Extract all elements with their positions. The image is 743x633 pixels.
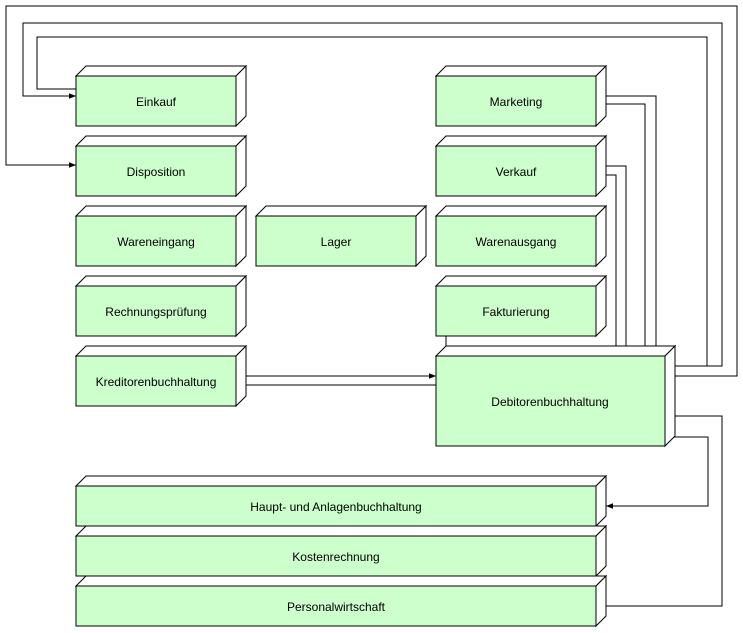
box-label-personalwirtschaft: Personalwirtschaft (287, 600, 386, 614)
box-label-marketing: Marketing (490, 95, 543, 109)
box-label-haupt-und-anlagenbuchhaltung: Haupt- und Anlagenbuchhaltung (250, 500, 421, 514)
box-label-disposition: Disposition (127, 165, 186, 179)
box-personalwirtschaft: Personalwirtschaft (74, 574, 608, 628)
box-label-debitorenbuchhaltung: Debitorenbuchhaltung (491, 395, 608, 409)
box-verkauf: Verkauf (434, 134, 608, 198)
connector-marketing-debitoren-1 (596, 93, 659, 355)
box-label-warenausgang: Warenausgang (476, 235, 557, 249)
connector-debitoren-einkauf (22, 22, 723, 367)
box-rechnungspruefung: Rechnungsprüfung (74, 274, 248, 338)
box-label-wareneingang: Wareneingang (117, 235, 195, 249)
box-marketing: Marketing (434, 64, 608, 128)
box-label-lager: Lager (321, 235, 352, 249)
box-label-kreditorenbuchhaltung: Kreditorenbuchhaltung (96, 375, 217, 389)
box-label-fakturierung: Fakturierung (482, 305, 549, 319)
box-label-kostenrechnung: Kostenrechnung (292, 550, 379, 564)
connector-einkauf-loop (36, 36, 708, 367)
box-debitorenbuchhaltung: Debitorenbuchhaltung (434, 344, 677, 448)
box-haupt-und-anlagenbuchhaltung: Haupt- und Anlagenbuchhaltung (74, 474, 608, 528)
box-disposition: Disposition (74, 134, 248, 198)
connector-marketing-debitoren-2 (596, 101, 646, 355)
box-fakturierung: Fakturierung (434, 274, 608, 338)
box-label-einkauf: Einkauf (136, 95, 177, 109)
connector-personal-debitoren (606, 413, 723, 607)
box-label-rechnungspruefung: Rechnungsprüfung (105, 305, 206, 319)
box-wareneingang: Wareneingang (74, 204, 248, 268)
box-einkauf: Einkauf (74, 64, 248, 128)
box-label-verkauf: Verkauf (496, 165, 537, 179)
connector-debitoren-disposition (5, 5, 738, 377)
box-lager: Lager (254, 204, 428, 268)
box-kostenrechnung: Kostenrechnung (74, 524, 608, 578)
box-kreditorenbuchhaltung: Kreditorenbuchhaltung (74, 344, 248, 408)
connector-debitoren-haupt (606, 436, 709, 509)
box-warenausgang: Warenausgang (434, 204, 608, 268)
